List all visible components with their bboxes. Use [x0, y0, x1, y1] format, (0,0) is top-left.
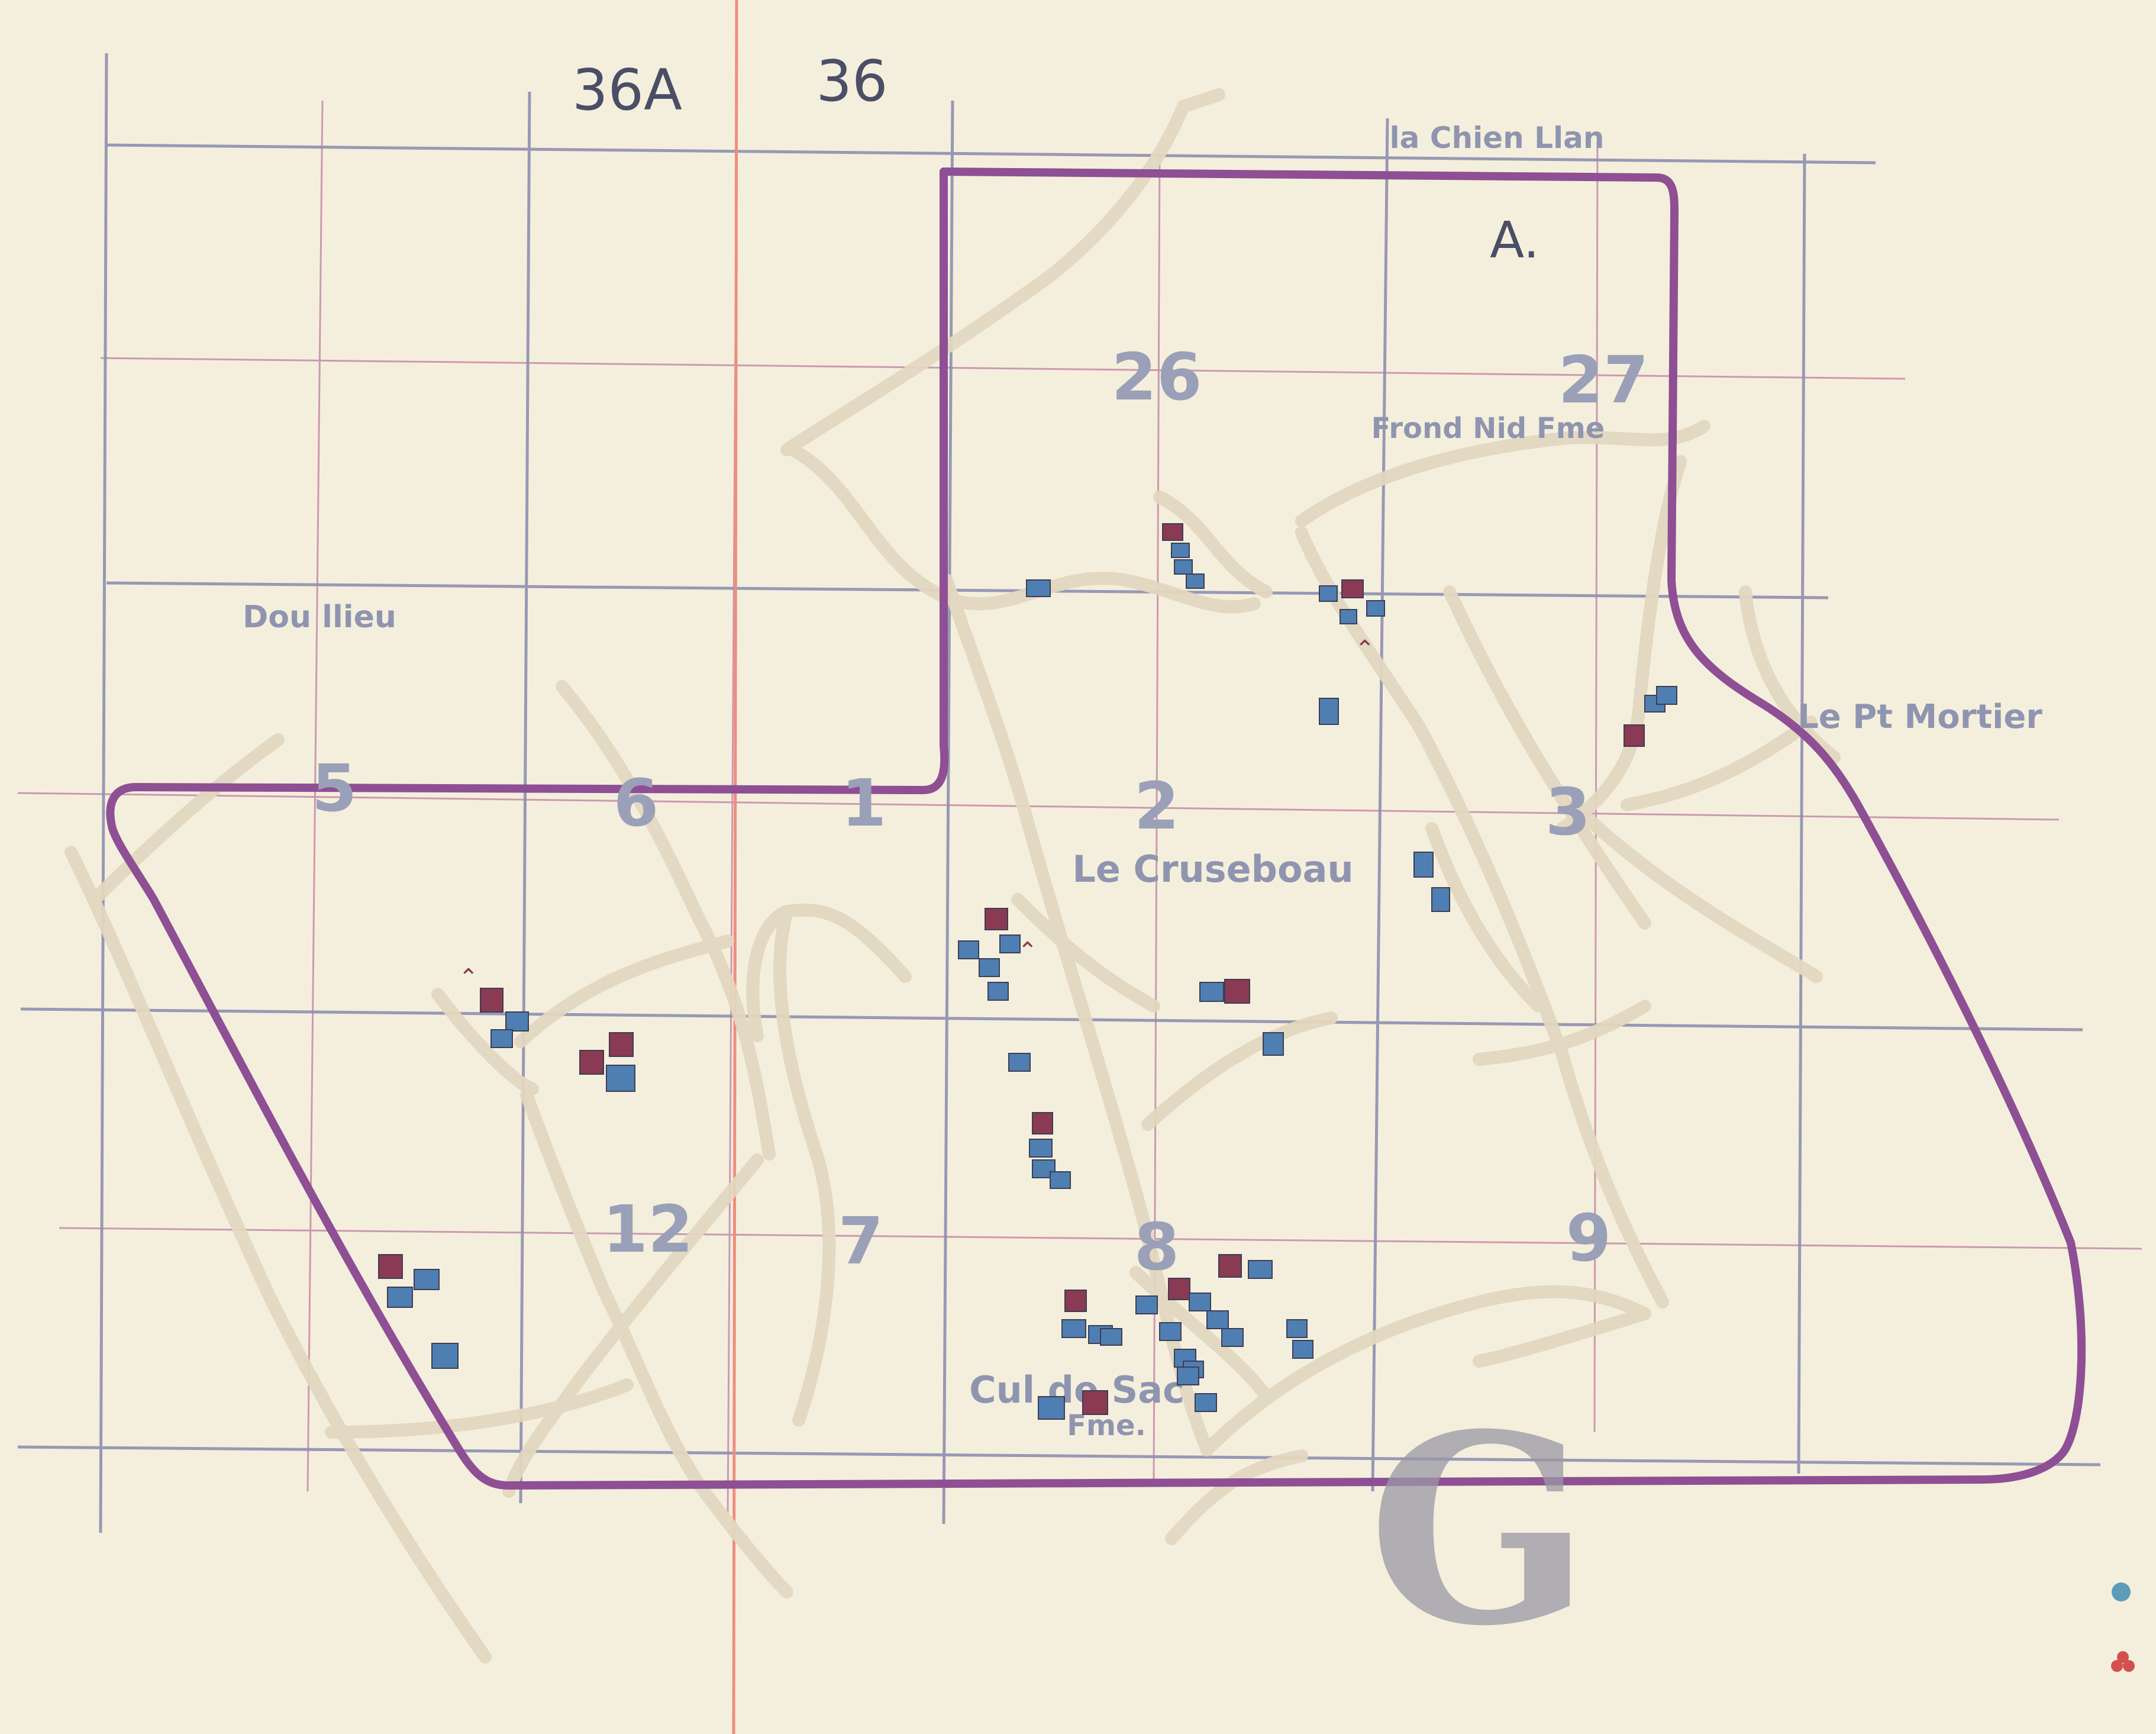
grid-square-numbers: 26 27 5 6 1 2 3 12 7 8 9	[312, 339, 1649, 1285]
marker-blue	[1008, 1053, 1031, 1072]
square-number-8: 8	[1134, 1209, 1180, 1285]
square-number-7: 7	[838, 1203, 884, 1279]
square-number-3: 3	[1545, 774, 1591, 850]
marker-group	[1038, 1390, 1108, 1420]
operation-boundary	[106, 167, 2086, 1490]
place-names: la Chien Llan Frond Nid Fme Dou llieu Le…	[243, 121, 2042, 1442]
marker-group	[1199, 979, 1284, 1056]
grid-major-lines	[17, 53, 2101, 1533]
place-ferme: Frond Nid Fme	[1371, 412, 1605, 445]
place-la-chenillard: la Chien Llan	[1390, 121, 1605, 155]
speck-blue	[2112, 1582, 2131, 1601]
marker-group	[1061, 1290, 1122, 1346]
marker-group	[1413, 852, 1450, 912]
position-markers: ⌃ ⌃	[378, 523, 1677, 1420]
square-number-1: 1	[841, 765, 887, 841]
square-number-26: 26	[1111, 339, 1202, 415]
square-number-12: 12	[602, 1191, 693, 1267]
marker-group	[1135, 1254, 1273, 1412]
place-le-pt-mortier: Le Pt Mortier	[1797, 698, 2042, 736]
square-number-9: 9	[1566, 1200, 1612, 1276]
marker-blue	[1026, 579, 1051, 597]
square-number-2: 2	[1134, 768, 1180, 844]
square-number-27: 27	[1558, 342, 1648, 418]
place-doullens: Dou llieu	[243, 600, 396, 635]
svg-text:⌃: ⌃	[1355, 636, 1375, 663]
stamp-letter: G	[1368, 1377, 1590, 1683]
marker-group	[378, 1254, 459, 1369]
roads	[64, 88, 1841, 1664]
speck-red	[2111, 1660, 2123, 1672]
sheet-number-36a: 36A	[572, 58, 682, 123]
marker-group	[1286, 1319, 1313, 1359]
marker-group	[1162, 523, 1205, 589]
square-number-5: 5	[312, 750, 357, 826]
marker-group	[1029, 1112, 1071, 1189]
svg-text:⌃: ⌃	[459, 964, 479, 991]
sheet-stamp: G	[1368, 1377, 1590, 1683]
marker-group: ⌃	[958, 908, 1038, 1001]
svg-text:⌃: ⌃	[1018, 937, 1038, 965]
place-cul-de-sac: Cul de Sac	[969, 1368, 1184, 1411]
sheet-boundary-line	[732, 0, 738, 1734]
marker-group: ⌃	[1319, 579, 1385, 663]
marker-blue	[1319, 698, 1339, 725]
sector-letter: A.	[1490, 211, 1539, 270]
corner-marks	[2111, 1582, 2135, 1672]
square-number-6: 6	[614, 765, 659, 841]
sheet-number-36: 36	[816, 49, 888, 114]
marker-group	[1624, 686, 1677, 747]
marker-group: ⌃	[459, 964, 529, 1048]
marker-group	[579, 1032, 635, 1092]
sheet-numbers: 36A 36	[572, 49, 887, 123]
place-le-cruseboau: Le Cruseboau	[1072, 847, 1353, 891]
